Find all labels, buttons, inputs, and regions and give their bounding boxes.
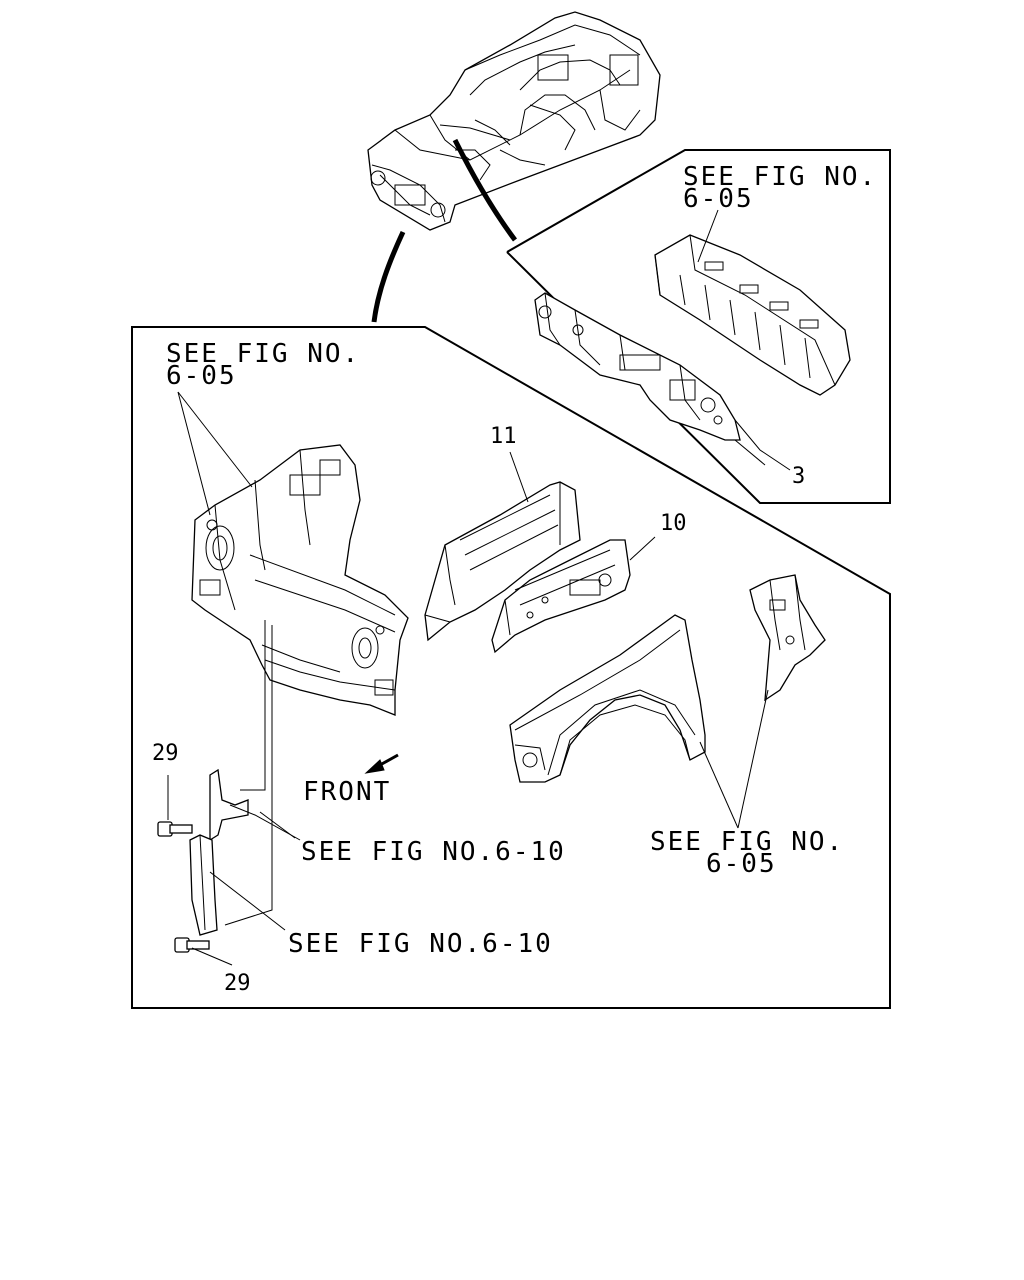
- vehicle-body-overview: [367, 11, 661, 323]
- right-reference: SEE FIG NO. 6-05: [650, 827, 844, 879]
- see-fig-6-10-upper: SEE FIG NO.6-10: [301, 837, 566, 867]
- see-fig-label: SEE FIG NO.: [683, 162, 877, 192]
- front-direction-arrow: [364, 753, 399, 774]
- part-number-11: 11: [490, 424, 517, 449]
- see-fig-6-10-lower: SEE FIG NO.6-10: [288, 929, 553, 959]
- top-right-reference: SEE FIG NO. 6-05: [683, 162, 877, 214]
- see-fig-number: 6-05: [683, 184, 754, 214]
- see-fig-number: 6-05: [166, 361, 237, 391]
- front-label: FRONT: [303, 777, 391, 807]
- outer-rail-part-10: [491, 539, 631, 654]
- left-reference: SEE FIG NO. 6-05: [166, 339, 360, 391]
- see-fig-number: 6-05: [706, 849, 777, 879]
- part-number-29-bottom: 29: [224, 971, 251, 996]
- apron-part: [749, 574, 826, 702]
- dash-panel-part: [534, 292, 791, 471]
- main-callout-box: [131, 326, 891, 1009]
- bolt-29-top: [157, 821, 193, 837]
- inner-rail-part-11: [424, 481, 581, 642]
- part-number-3: 3: [792, 464, 805, 489]
- main-box-leaders: [167, 391, 769, 966]
- cross-member-part: [654, 234, 851, 396]
- support-bracket: [189, 620, 301, 936]
- see-fig-label: SEE FIG NO.: [650, 827, 844, 857]
- upper-callout-box: [506, 149, 891, 504]
- front-fender-part: [509, 614, 706, 783]
- part-number-10: 10: [660, 511, 687, 536]
- front-body-assembly: [191, 444, 409, 716]
- see-fig-label: SEE FIG NO.: [166, 339, 360, 369]
- upper-box-leaders: [697, 209, 719, 263]
- part-number-29-top: 29: [152, 741, 179, 766]
- bolt-29-bottom: [174, 937, 210, 953]
